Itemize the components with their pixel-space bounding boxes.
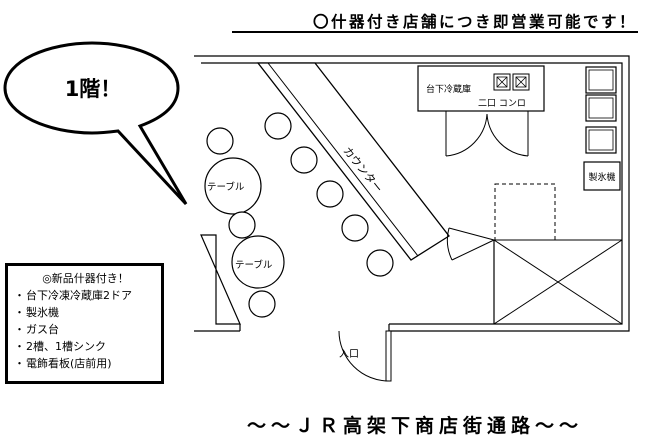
- list-item: 製氷機: [14, 304, 157, 321]
- list-item: 2槽、1槽シンク: [14, 338, 157, 355]
- entrance-door-swing: [338, 330, 390, 382]
- counter-stool: [264, 112, 292, 140]
- kitchen-cross-line: [493, 239, 623, 325]
- ice-maker: [583, 161, 621, 191]
- stove-label: 二口 コンロ: [478, 99, 526, 109]
- footer-street-text: ～～ＪＲ高架下商店街通路～～: [247, 414, 583, 437]
- table-lower: [231, 235, 285, 289]
- outer-wall: [194, 55, 630, 332]
- floor-label: 1階！: [65, 77, 122, 101]
- entrance-label: 入口: [339, 349, 359, 360]
- kitchen-door-swing: [446, 227, 453, 261]
- shelf-unit-inner: [588, 129, 614, 151]
- fridge-door-left-swing: [445, 113, 488, 157]
- counter-stool: [341, 214, 369, 242]
- table-label-lower: テーブル: [235, 259, 273, 271]
- shelf-unit: [585, 66, 617, 94]
- ice-maker-label: 製氷機: [588, 171, 615, 183]
- overhead-dashed-area: [494, 183, 556, 241]
- counter-stool: [366, 249, 394, 277]
- shelf-unit-inner: [588, 69, 614, 91]
- inner-wall: [200, 62, 623, 325]
- shelf-unit-inner: [588, 97, 614, 119]
- headline-text: 〇什器付き店舗につき即営業可能です！: [313, 12, 637, 31]
- entrance-door: [385, 330, 392, 382]
- counter-stool: [316, 180, 344, 208]
- list-item: 台下冷凍冷蔵庫2ドア: [14, 287, 157, 304]
- equipment-list-title: ◎新品什器付き！: [42, 272, 129, 285]
- shelf-unit: [585, 94, 617, 122]
- stove-burners: [493, 73, 530, 91]
- shelf-unit: [585, 126, 617, 154]
- fridge-label: 台下冷蔵庫: [426, 83, 471, 95]
- speech-bubble: [3, 41, 188, 206]
- counter-inner-edge: [267, 62, 419, 257]
- equipment-list: 台下冷凍冷蔵庫2ドア 製氷機 ガス台 2槽、1槽シンク 電飾看板(店前用): [14, 287, 157, 372]
- chair: [248, 290, 276, 318]
- table-label-upper: テーブル: [207, 181, 245, 193]
- chair: [206, 127, 234, 155]
- chair: [228, 211, 256, 239]
- counter-stool: [290, 146, 318, 174]
- equipment-list-box: ◎新品什器付き！ 台下冷凍冷蔵庫2ドア 製氷機 ガス台 2槽、1槽シンク 電飾看…: [5, 263, 164, 384]
- kitchen-door-leaf: [448, 227, 495, 241]
- list-item: 電飾看板(店前用): [14, 355, 157, 372]
- list-item: ガス台: [14, 321, 157, 338]
- kitchen-door-leaf-lower: [451, 239, 495, 261]
- fridge-door-right-swing: [486, 113, 529, 157]
- table-upper: [204, 157, 262, 215]
